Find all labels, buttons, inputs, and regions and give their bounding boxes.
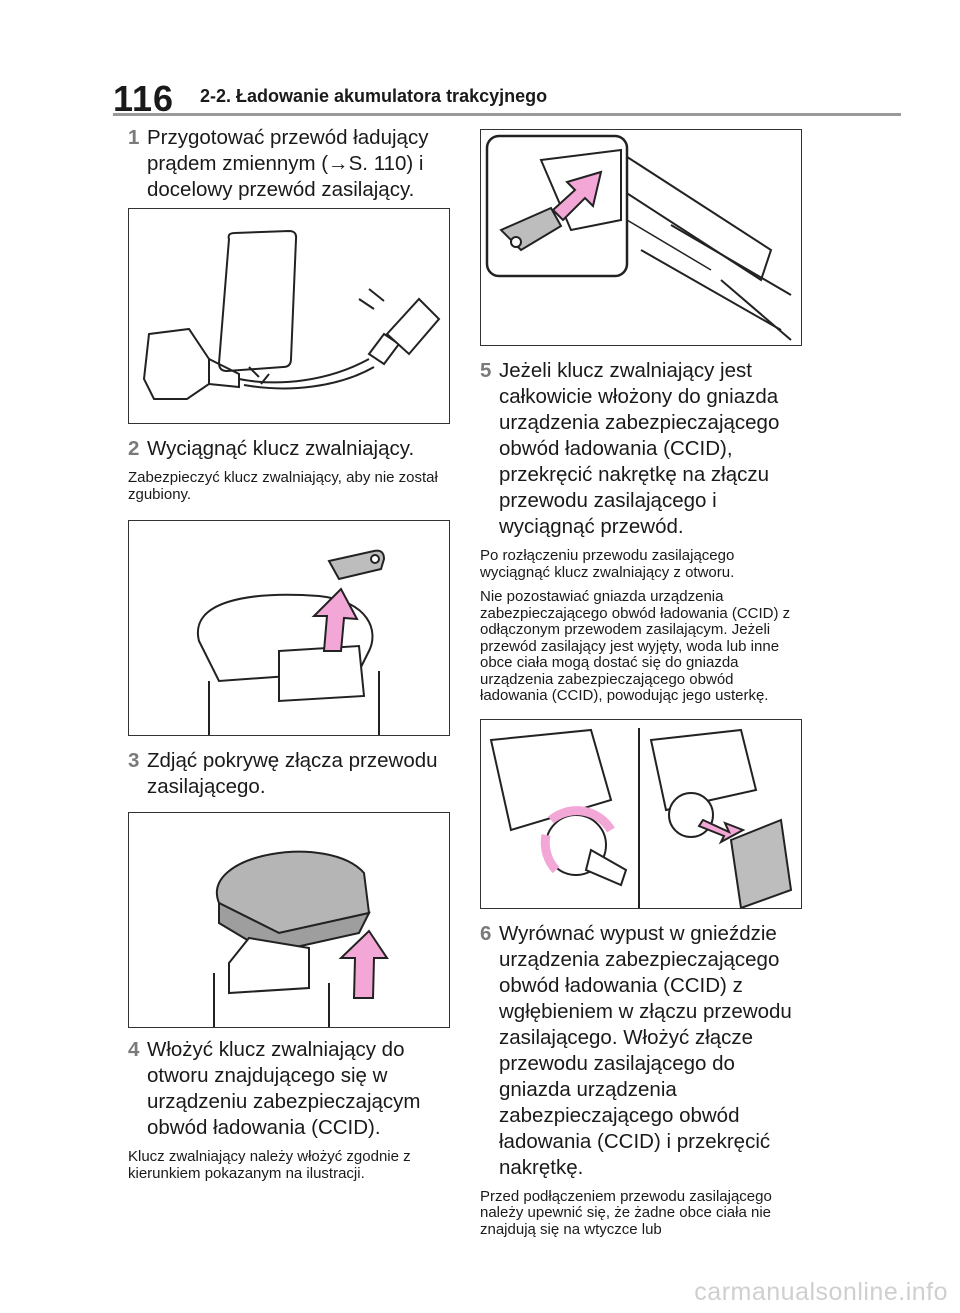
- left-column: 1 Przygotować przewód ładujący prądem zm…: [128, 125, 450, 1182]
- step-note: Klucz zwalniający należy włożyć zgodnie …: [128, 1148, 411, 1182]
- section-title: 2-2. Ładowanie akumulatora trakcyjnego: [200, 86, 548, 106]
- step-note: Nie pozostawiać gniazda urządzenia zabez…: [480, 588, 791, 704]
- cable-illustration: [142, 229, 441, 400]
- release-key-illustration: [196, 549, 386, 735]
- step-text: Włożyć klucz zwalniający do otworu znajd…: [147, 1038, 421, 1139]
- connector-cover-illustration: [213, 850, 389, 1027]
- step-text: Wyrównać wypust w gnieździe urządzenia z…: [499, 921, 792, 1179]
- step-note: Po rozłączeniu przewodu zasilającego wyc…: [480, 547, 735, 581]
- step-number: 1: [128, 126, 140, 149]
- step-number: 5: [480, 359, 492, 382]
- step-text: Wyciągnąć klucz zwalniający.: [147, 437, 415, 460]
- step-number: 3: [128, 749, 140, 772]
- pink-arrow-icon: [551, 170, 603, 222]
- insert-key-illustration: [485, 134, 792, 341]
- figure-disconnect-cable: [480, 718, 802, 909]
- figure-connector-cover: [128, 812, 450, 1028]
- step-text: Jeżeli klucz zwalniający jest całkowicie…: [499, 359, 780, 538]
- header-rule: [113, 113, 901, 116]
- rotate-arrow-icon: [548, 805, 615, 832]
- step-6: 6 Wyrównać wypust w gnieździe urządzenia…: [480, 921, 802, 1181]
- figure-insert-key: [480, 129, 802, 346]
- step-text: Zdjąć pokrywę złącza przewodu zasilające…: [147, 749, 438, 798]
- watermark: carmanualsonline.info: [694, 1278, 948, 1306]
- step-5: 5 Jeżeli klucz zwalniający jest całkowic…: [480, 358, 802, 540]
- step-note: Zabezpieczyć klucz zwalniający, aby nie …: [128, 469, 438, 503]
- pink-arrow-icon: [697, 818, 746, 844]
- step-1: 1 Przygotować przewód ładujący prądem zm…: [128, 125, 450, 205]
- figure-cable-and-plug: [128, 208, 450, 424]
- step-note: Przed podłączeniem przewodu zasilającego…: [480, 1187, 772, 1238]
- pink-arrow-icon: [338, 929, 389, 999]
- step-text: Przygotować przewód ładujący prądem zmie…: [147, 126, 429, 201]
- page-number: 116: [113, 78, 175, 119]
- step-2: 2 Wyciągnąć klucz zwalniający.: [128, 436, 450, 462]
- step-4: 4 Włożyć klucz zwalniający do otworu zna…: [128, 1037, 450, 1141]
- figure-release-key: [128, 520, 450, 736]
- step-number: 6: [480, 921, 492, 945]
- step-number: 2: [128, 437, 140, 460]
- disconnect-illustration: [489, 727, 793, 908]
- right-column: 5 Jeżeli klucz zwalniający jest całkowic…: [480, 125, 802, 1238]
- pink-arrow-icon: [311, 587, 359, 652]
- step-number: 4: [128, 1038, 140, 1061]
- step-3: 3 Zdjąć pokrywę złącza przewodu zasilają…: [128, 748, 450, 800]
